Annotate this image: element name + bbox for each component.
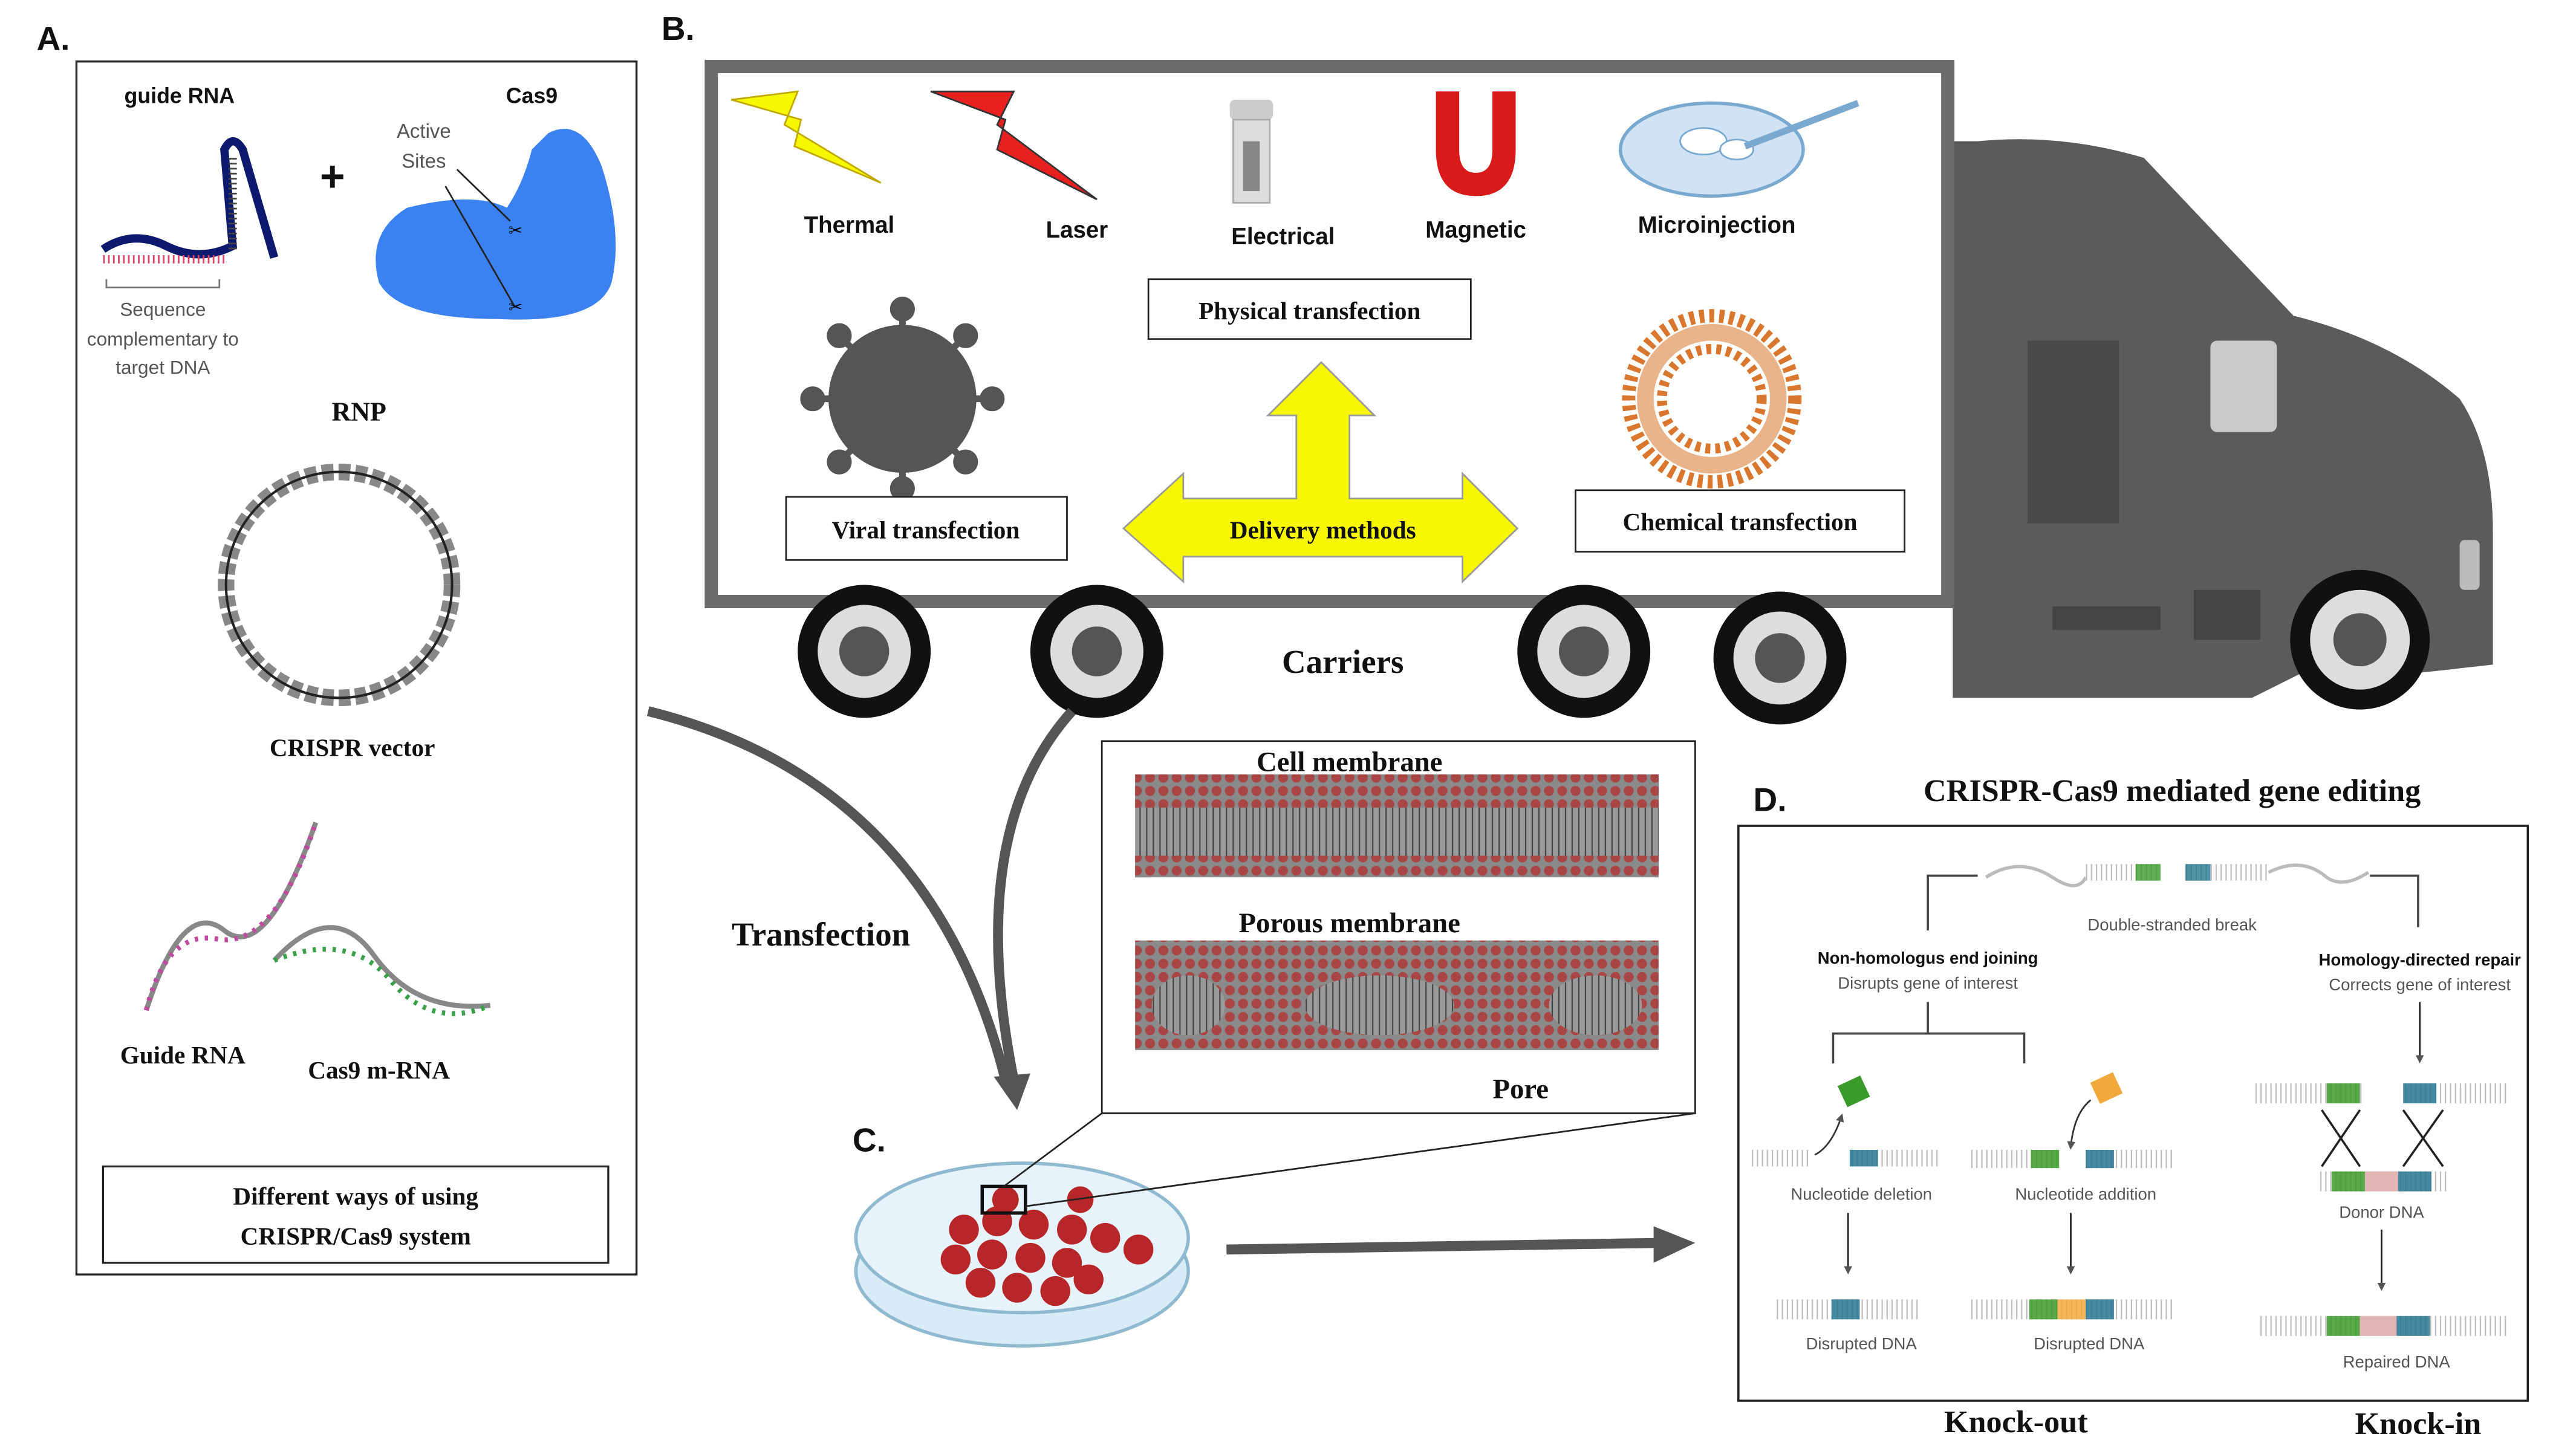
to-panel-d-arrow [1226, 1238, 1662, 1255]
viral-transfection-label: Viral transfection [831, 516, 1020, 544]
panel-a-caption-box [102, 1165, 610, 1264]
cas9-protein-icon: ✂ ✂ [376, 129, 616, 320]
method-magnetic: Magnetic [1425, 217, 1526, 243]
guide-rna-icon [100, 137, 279, 288]
sequence-note-3: target DNA [115, 356, 210, 378]
wheel-icon [798, 585, 931, 718]
zoom-line [1003, 1112, 1103, 1187]
nhej-title: Non-homologus end joining [1818, 949, 2038, 967]
panel-b-label: B. [662, 10, 695, 47]
viral-transfection-box [785, 496, 1068, 561]
disrupted-dna-2 [1971, 1299, 2173, 1320]
chemical-transfection-box [1575, 489, 1906, 553]
sequence-note-1: Sequence [120, 298, 206, 320]
panel-a-label: A. [36, 20, 70, 57]
disrupted-dna-1 [1775, 1299, 1920, 1320]
petri-dish-icon [854, 1161, 1190, 1348]
electroporation-cuvette-icon [1229, 99, 1273, 204]
active-sites-line1: Active [397, 120, 451, 142]
guide-rna-title: guide RNA [125, 83, 235, 108]
guide-rna-helix-icon [143, 822, 319, 1011]
liposome-icon [1622, 309, 1802, 489]
panel-a-caption-2: CRISPR/Cas9 system [241, 1222, 471, 1250]
zoom-line [1025, 1112, 1696, 1207]
nhej-subtitle: Disrupts gene of interest [1838, 973, 2018, 992]
delivery-methods-arrow-icon [1122, 361, 1519, 584]
wheel-icon [1713, 591, 1847, 725]
scissors-icon: ✂ [509, 221, 522, 239]
panel-d-label: D. [1754, 780, 1787, 818]
panel-a-box [75, 60, 638, 1276]
physical-transfection-box [1147, 278, 1472, 340]
cas9-title: Cas9 [506, 83, 558, 108]
laser-lightning-icon [930, 90, 1098, 201]
disrupted-dna-1-label: Disrupted DNA [1806, 1334, 1917, 1353]
pore-label: Pore [1493, 1074, 1549, 1105]
transfection-arrow-from-b [993, 707, 1076, 1082]
panel-d-title: CRISPR-Cas9 mediated gene editing [1924, 773, 2421, 808]
chemical-transfection-label: Chemical transfection [1623, 508, 1858, 536]
carriers-label: Carriers [1282, 643, 1403, 680]
crispr-vector-label: CRISPR vector [270, 734, 435, 762]
porous-membrane-illustration [1135, 940, 1659, 1051]
panel-c-label: C. [853, 1121, 886, 1159]
cell-membrane-illustration [1135, 774, 1659, 878]
transfection-label: Transfection [732, 916, 910, 953]
hdr-title: Homology-directed repair [2319, 950, 2522, 969]
disrupted-dna-2-label: Disrupted DNA [2034, 1334, 2145, 1353]
connector-line [2370, 874, 2419, 927]
truck-wheels [798, 569, 2430, 725]
wheel-icon [1517, 585, 1651, 718]
sequence-note-2: complementary to [87, 328, 239, 350]
method-microinjection: Microinjection [1638, 212, 1796, 238]
nucleotide-deletion-dna [1750, 1076, 1942, 1167]
method-thermal: Thermal [804, 212, 895, 238]
thermal-lightning-icon [730, 90, 882, 184]
dsb-dna-icon [1985, 863, 2369, 887]
method-laser: Laser [1046, 217, 1108, 243]
nucleotide-addition-dna [1971, 1072, 2174, 1169]
microinjection-dish-icon [1618, 100, 1859, 198]
repaired-dna-label: Repaired DNA [2343, 1352, 2451, 1371]
transfection-arrow-from-a [646, 706, 1010, 1082]
nucleotide-addition-label: Nucleotide addition [2015, 1184, 2156, 1203]
truck-cab [1953, 139, 2493, 698]
crispr-vector-plasmid-icon [218, 463, 461, 707]
physical-transfection-label: Physical transfection [1199, 297, 1421, 325]
wheel-icon [2290, 569, 2430, 710]
rnp-label: RNP [331, 397, 386, 426]
to-panel-d-arrowhead [1653, 1226, 1696, 1263]
method-electrical: Electrical [1231, 224, 1335, 250]
porous-membrane-label: Porous membrane [1239, 907, 1460, 939]
nhej-branch-lines [1832, 1002, 2026, 1064]
panel-a-caption-1: Different ways of using [233, 1183, 478, 1210]
hdr-recombination-dna [2253, 1083, 2510, 1192]
transfection-arrowhead [994, 1073, 1030, 1110]
cas9-mrna-label: Cas9 m-RNA [308, 1056, 450, 1084]
nucleotide-deletion-label: Nucleotide deletion [1791, 1184, 1932, 1203]
donor-dna-label: Donor DNA [2339, 1203, 2424, 1222]
dsb-label: Double-stranded break [2087, 915, 2257, 934]
connector-line [1927, 874, 1978, 931]
cell-membrane-label: Cell membrane [1257, 746, 1442, 777]
cas9-mrna-helix-icon [272, 925, 492, 1016]
virus-icon [800, 296, 1005, 501]
scissors-icon: ✂ [509, 298, 522, 316]
wheel-icon [1030, 585, 1163, 718]
knock-out-label: Knock-out [1944, 1404, 2088, 1434]
active-sites-line2: Sites [402, 150, 446, 172]
knock-in-label: Knock-in [2355, 1406, 2481, 1434]
plus-icon: + [320, 152, 345, 201]
magnet-icon [1436, 91, 1516, 196]
guide-rna-label: Guide RNA [120, 1041, 246, 1069]
delivery-methods-label: Delivery methods [1230, 516, 1416, 544]
repaired-dna [2257, 1316, 2506, 1336]
hdr-subtitle: Corrects gene of interest [2329, 975, 2511, 994]
